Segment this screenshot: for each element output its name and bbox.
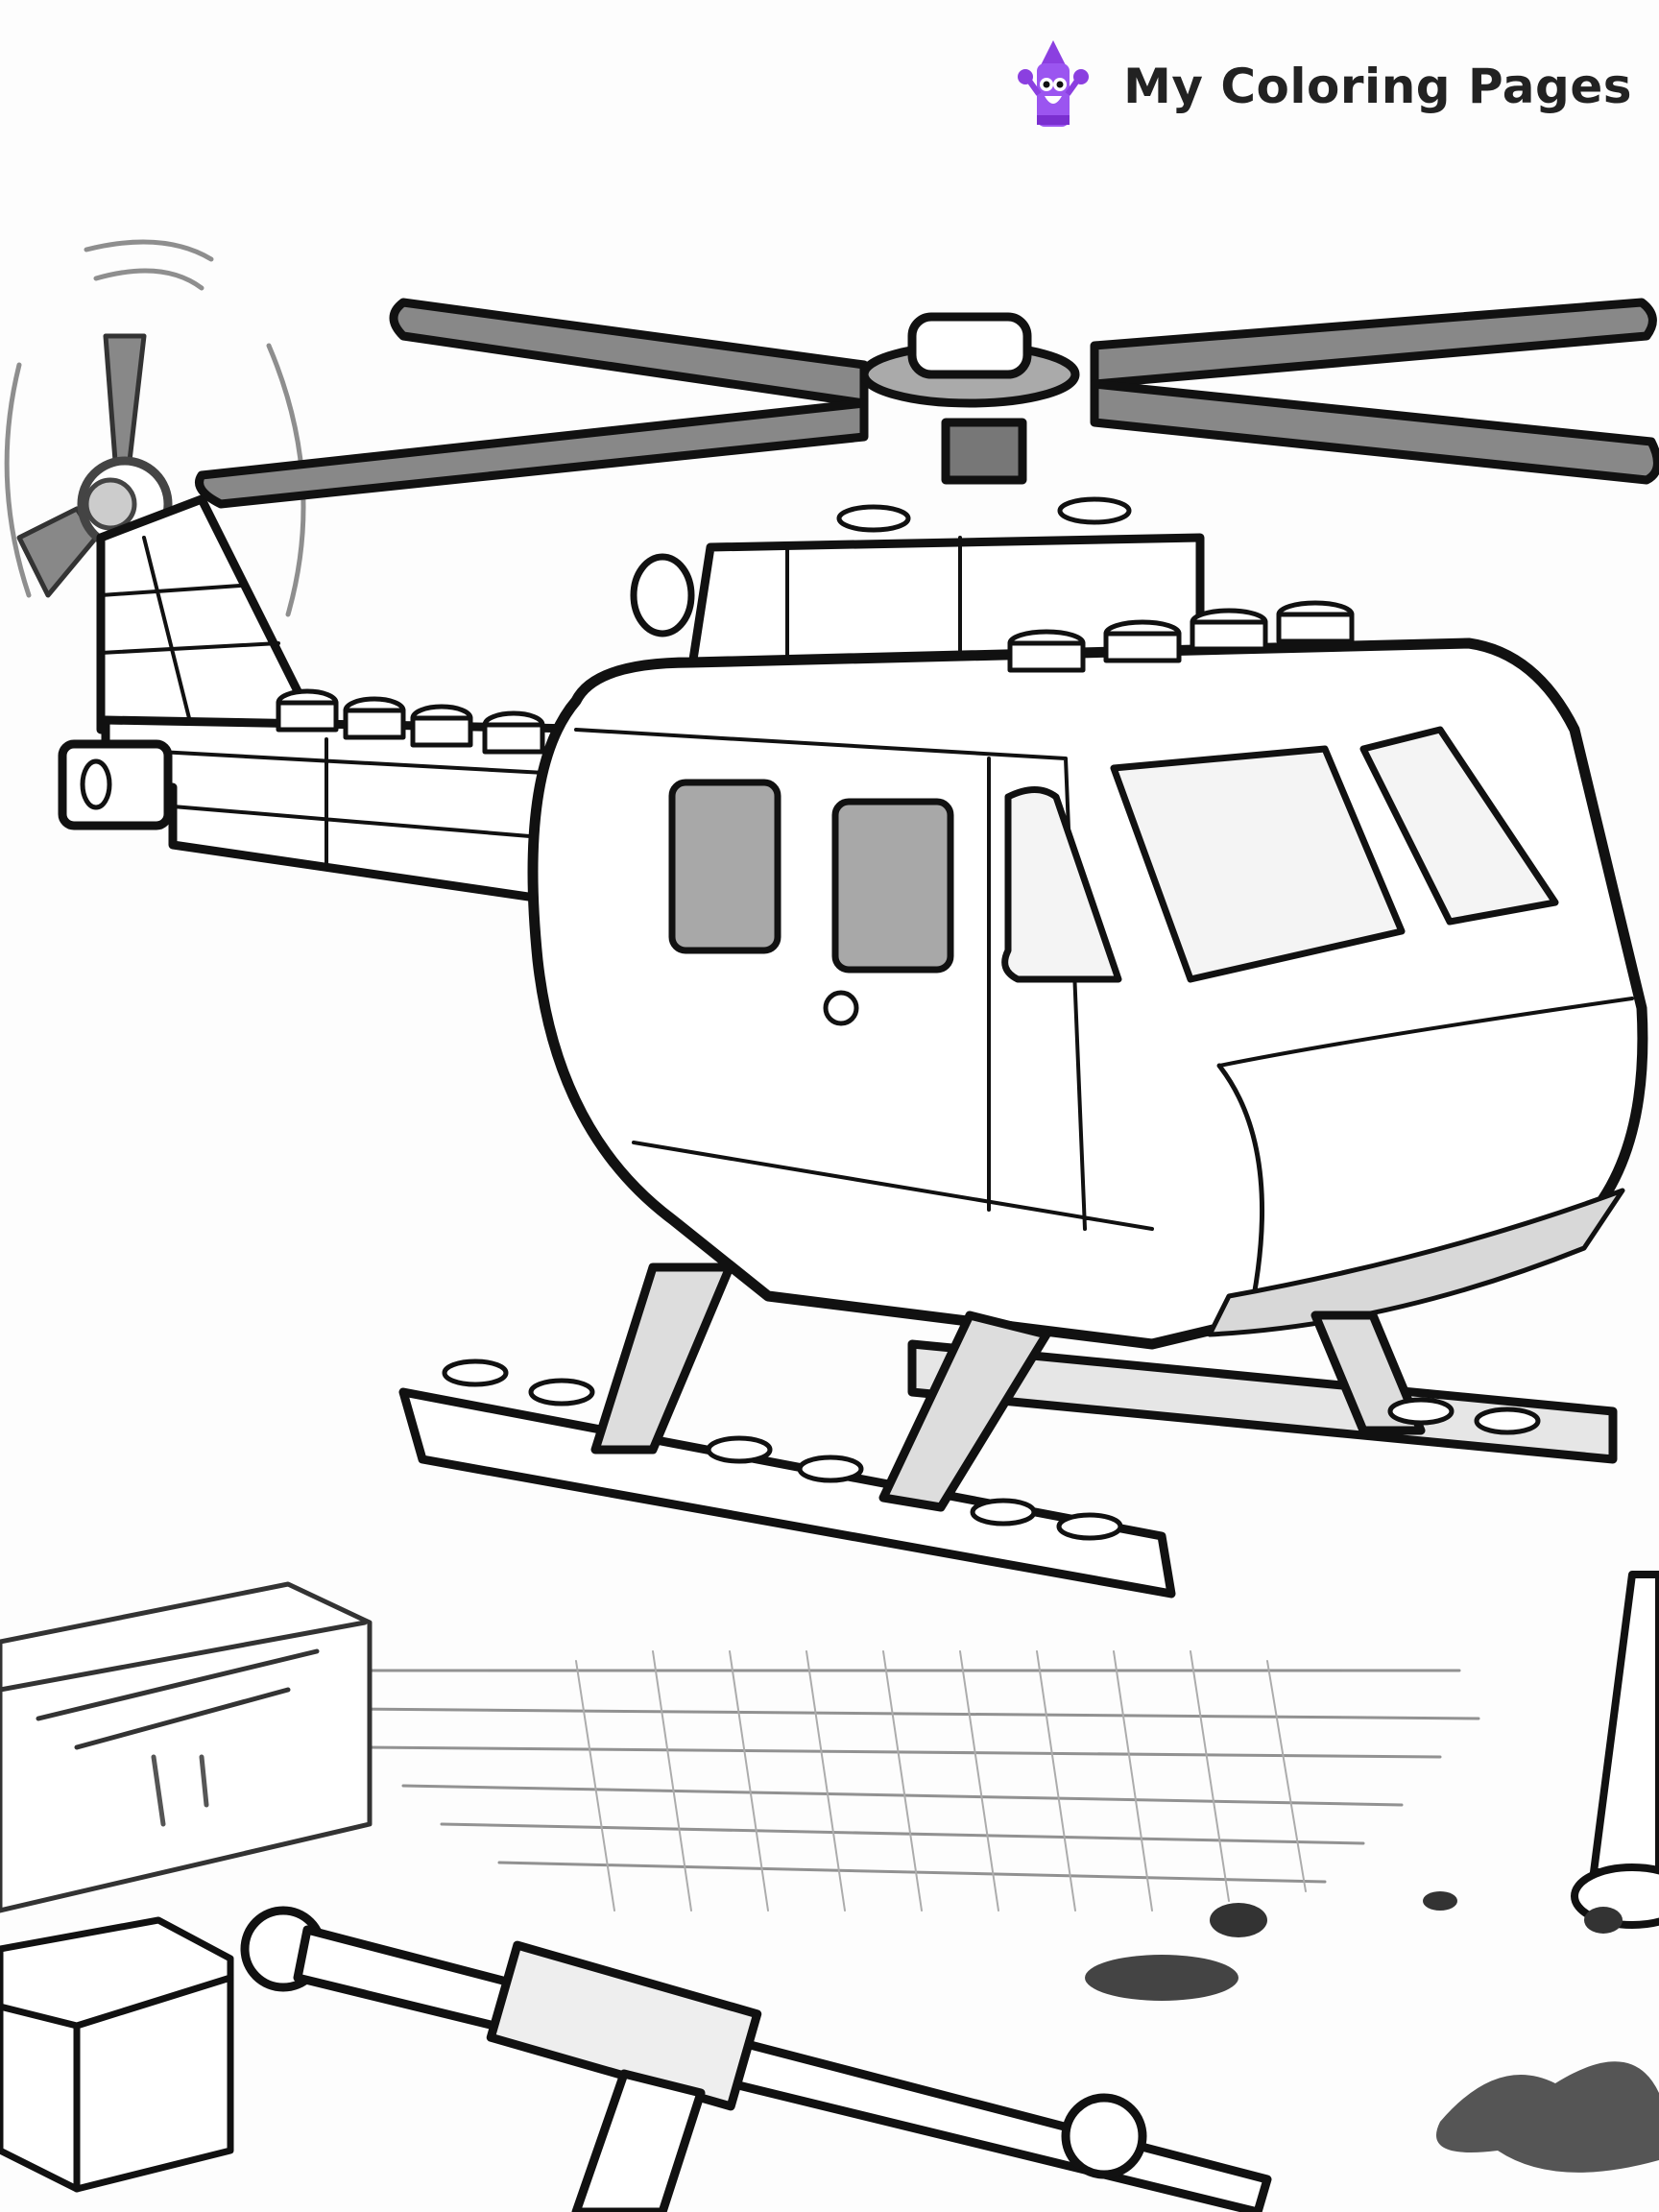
toy-blaster <box>240 1906 1272 2212</box>
cabin-windows <box>668 726 1559 983</box>
landing-skids <box>398 1262 1618 1599</box>
main-rotor <box>195 298 1659 509</box>
tail-boom-knob <box>58 739 173 830</box>
traffic-cone <box>1571 1571 1659 1929</box>
brand-name: My Coloring Pages <box>1123 59 1632 114</box>
top-studs <box>836 496 1355 673</box>
paint-splatters <box>1085 1891 1659 2173</box>
boom-studs <box>276 688 545 755</box>
purple-crayon-mascot-icon <box>1018 40 1090 127</box>
lego-brick <box>0 1916 234 2193</box>
brand-logo[interactable]: My Coloring Pages <box>1016 38 1632 134</box>
skid-studs <box>442 1358 1541 1541</box>
crate <box>0 1581 373 1913</box>
door-handle <box>823 990 859 1026</box>
ground-shading <box>344 1650 1480 1911</box>
